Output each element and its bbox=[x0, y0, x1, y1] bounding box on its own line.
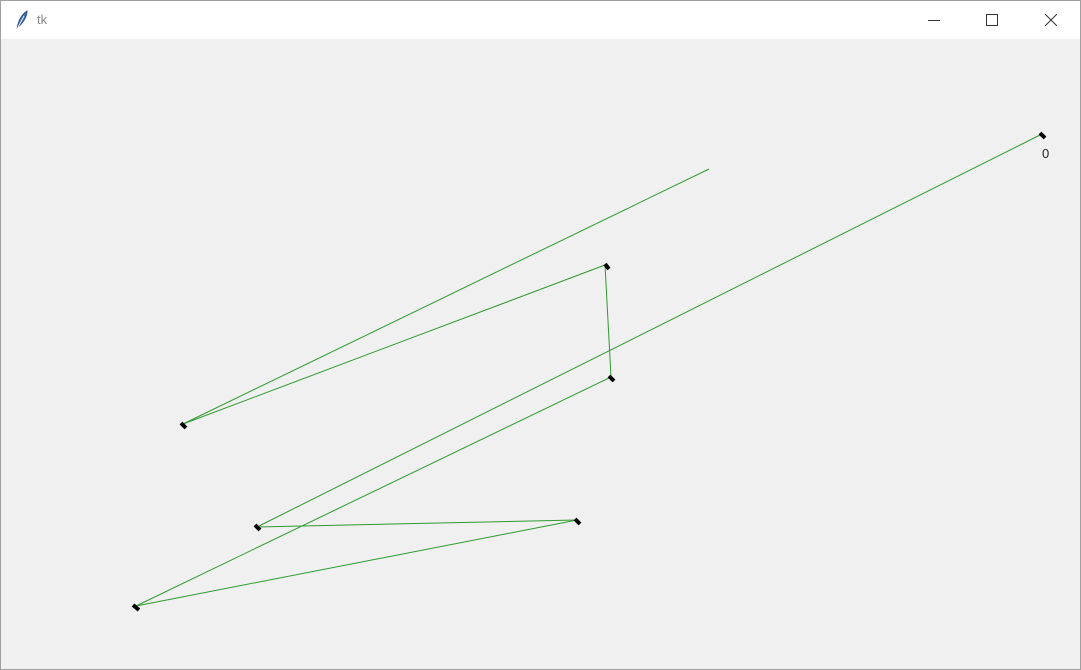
path-segment bbox=[256, 519, 578, 528]
path-segment bbox=[182, 264, 606, 425]
point-markers bbox=[131, 131, 1047, 612]
close-button[interactable] bbox=[1022, 1, 1080, 39]
point-marker[interactable] bbox=[253, 523, 262, 532]
minimize-icon bbox=[928, 20, 940, 21]
path-segment bbox=[182, 168, 710, 425]
window-title: tk bbox=[37, 12, 48, 27]
point-marker[interactable] bbox=[573, 517, 582, 526]
point-label: 0 bbox=[1042, 146, 1049, 161]
minimize-button[interactable] bbox=[905, 1, 963, 39]
canvas-drawing: 0 bbox=[131, 131, 1049, 612]
path-segment bbox=[256, 133, 1043, 528]
path-segment bbox=[135, 519, 578, 607]
point-marker[interactable] bbox=[607, 374, 616, 383]
path-segment bbox=[135, 376, 612, 607]
drawing-canvas[interactable]: 0 bbox=[1, 39, 1080, 669]
maximize-button[interactable] bbox=[963, 1, 1021, 39]
point-marker[interactable] bbox=[603, 262, 611, 271]
point-marker[interactable] bbox=[131, 603, 141, 612]
point-marker[interactable] bbox=[1038, 131, 1047, 140]
feather-icon bbox=[16, 10, 28, 30]
polyline-path bbox=[135, 133, 1043, 607]
title-bar[interactable]: tk bbox=[1, 1, 1080, 39]
path-segment bbox=[604, 264, 612, 378]
close-icon bbox=[1045, 14, 1057, 26]
point-marker[interactable] bbox=[179, 421, 188, 430]
maximize-icon bbox=[986, 14, 998, 26]
